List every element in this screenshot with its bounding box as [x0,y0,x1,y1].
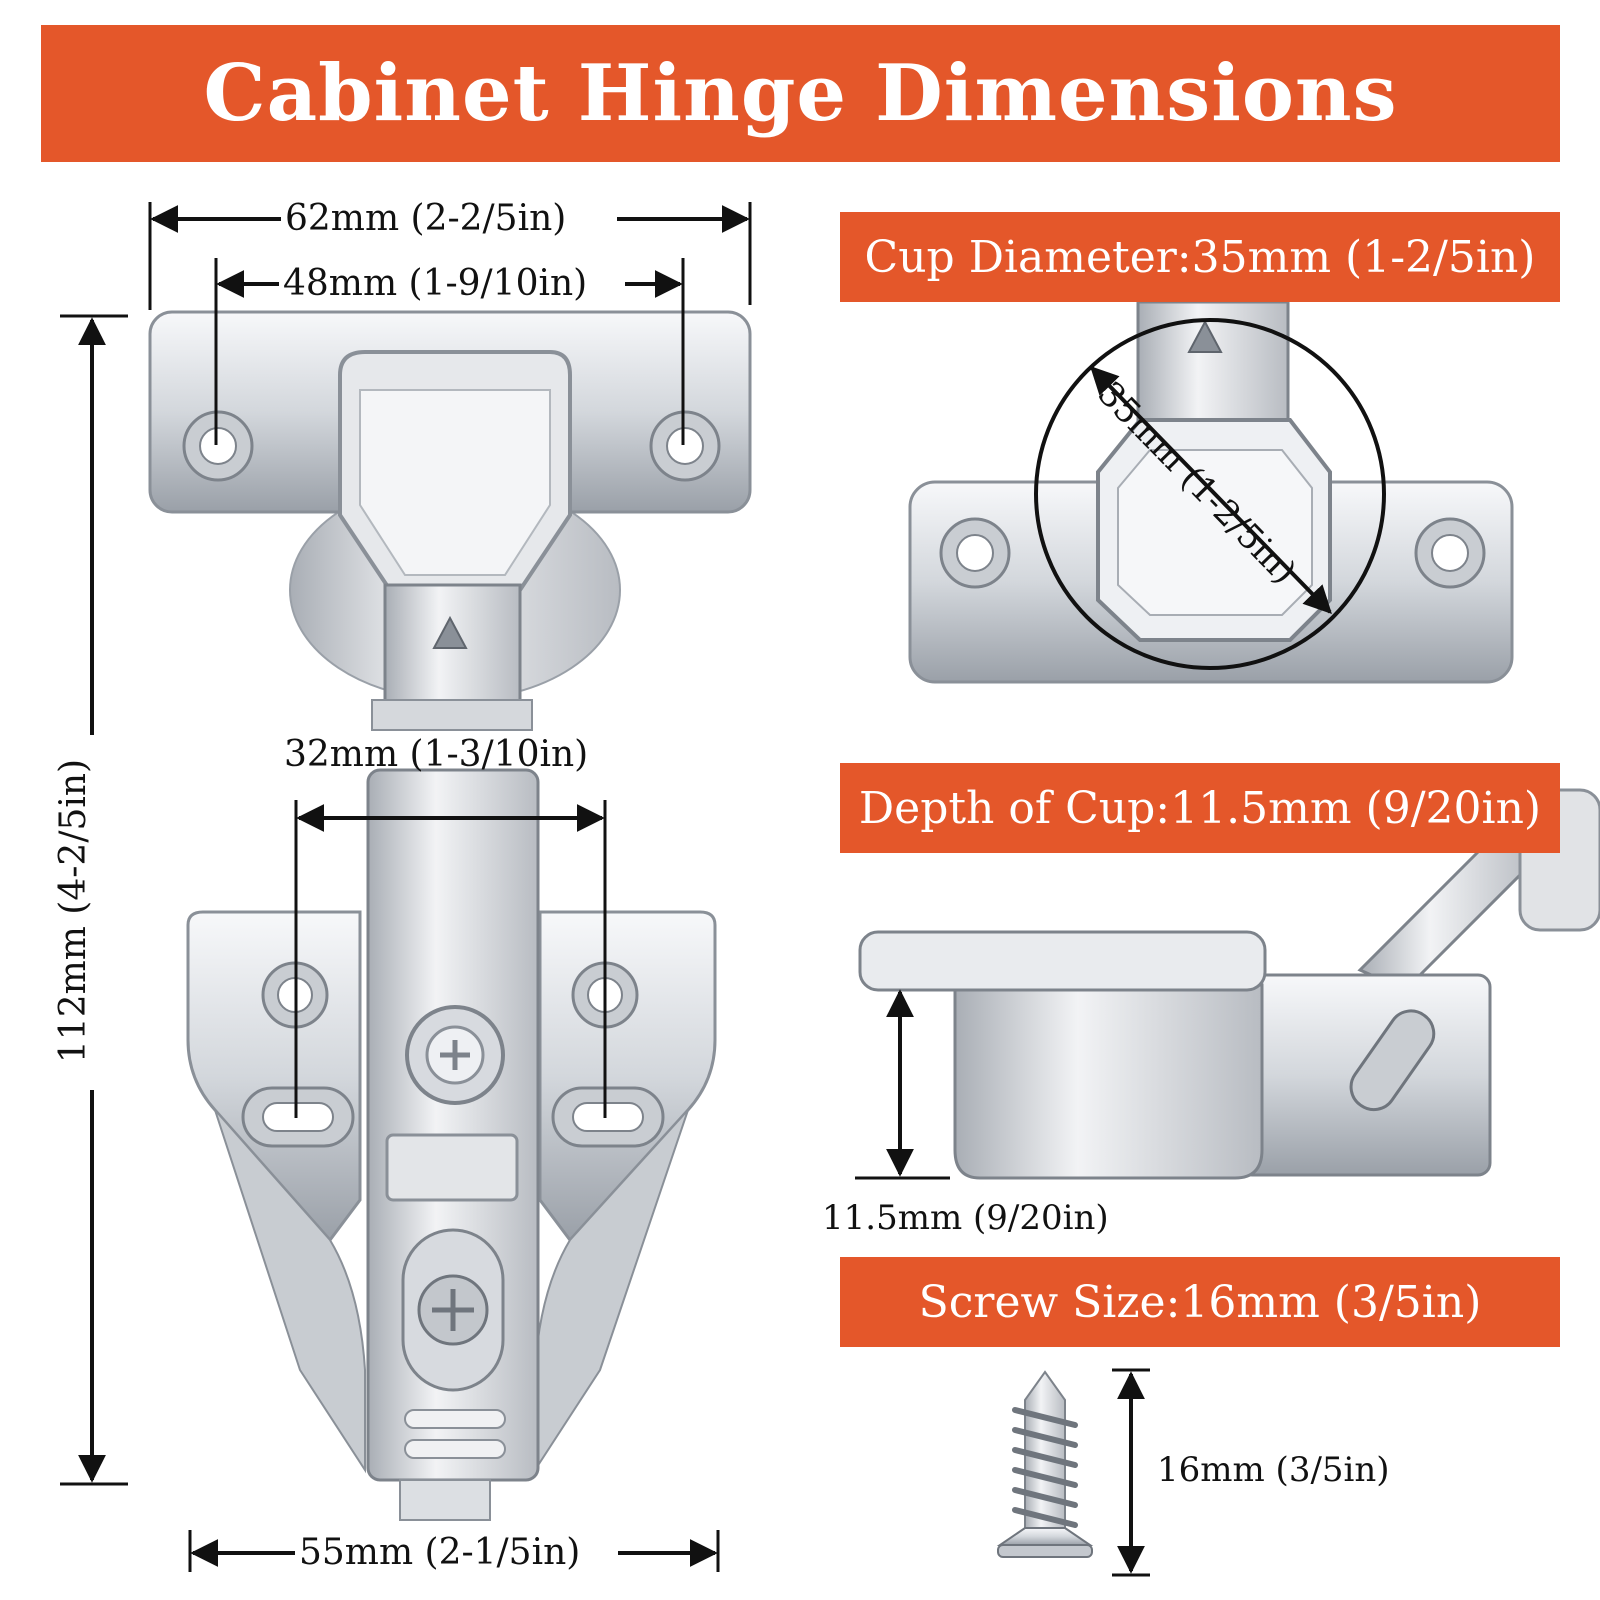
screw-length-dimension-label: 16mm (3/5in) [1153,1450,1394,1490]
page-title: Cabinet Hinge Dimensions [203,48,1398,139]
screw-detail [996,1368,1150,1577]
hole-spacing-top-label: 48mm (1-9/10in) [279,264,592,304]
cup-diameter-detail [908,300,1514,684]
cup-diameter-callout: Cup Diameter:35mm (1-2/5in) [840,212,1560,302]
plate-width-label: 62mm (2-2/5in) [281,199,571,239]
cup-depth-dimension-label: 11.5mm (9/20in) [818,1198,1113,1238]
height-label: 112mm (4-2/5in) [53,758,95,1064]
cup-depth-detail [855,788,1600,1180]
base-width-label: 55mm (2-1/5in) [295,1533,585,1573]
hole-spacing-base-label: 32mm (1-3/10in) [284,734,589,775]
screw-size-callout: Screw Size:16mm (3/5in) [840,1257,1560,1347]
dimension-lines-left [60,202,752,1572]
hinge-top-plate [148,310,752,731]
cup-depth-callout: Depth of Cup:11.5mm (9/20in) [840,763,1560,853]
hinge-base-plate [186,768,717,1521]
title-banner: Cabinet Hinge Dimensions [41,25,1560,162]
